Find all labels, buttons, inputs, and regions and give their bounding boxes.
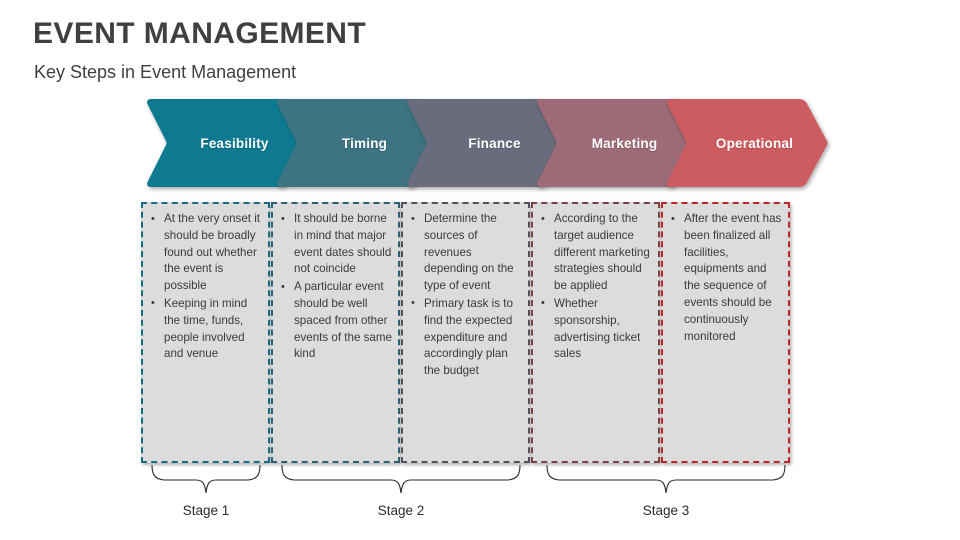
bullet-list-timing: It should be borne in mind that major ev… <box>273 204 398 363</box>
details-box-operational[interactable]: After the event has been finalized all f… <box>661 202 790 463</box>
chevron-shape-operational <box>667 99 828 187</box>
bullet-list-marketing: According to the target audience differe… <box>533 204 658 363</box>
stage-group-3 <box>545 465 787 501</box>
list-item: Determine the sources of revenues depend… <box>409 211 522 295</box>
chevron-shape-finance <box>407 99 568 187</box>
list-item: After the event has been finalized all f… <box>669 210 782 345</box>
bullet-list-finance: Determine the sources of revenues depend… <box>403 204 528 380</box>
list-item: According to the target audience differe… <box>539 211 652 295</box>
chevron-shape-marketing <box>537 99 698 187</box>
list-item: Keeping in mind the time, funds, people … <box>149 295 262 363</box>
details-box-feasibility[interactable]: At the very onset it should be broadly f… <box>141 202 270 463</box>
brace-icon-stage-1 <box>151 465 261 494</box>
bullet-list-feasibility: At the very onset it should be broadly f… <box>143 204 268 363</box>
stage-group-1 <box>150 465 262 501</box>
details-box-marketing[interactable]: According to the target audience differe… <box>531 202 660 463</box>
chevron-shape-timing <box>277 99 438 187</box>
stage-group-2 <box>280 465 522 501</box>
chevron-shape-feasibility <box>147 99 308 187</box>
list-item: Whether sponsorship, advertising ticket … <box>539 295 652 363</box>
list-item: At the very onset it should be broadly f… <box>149 211 262 295</box>
page-subtitle: Key Steps in Event Management <box>34 62 297 82</box>
list-item: Primary task is to find the expected exp… <box>409 295 522 380</box>
stage-label-3: Stage 3 <box>642 503 690 518</box>
bullet-list-operational: After the event has been finalized all f… <box>663 204 788 345</box>
process-step-operational[interactable]: Operational <box>667 99 828 187</box>
list-item: A particular event should be well spaced… <box>279 279 392 363</box>
page-title: EVENT MANAGEMENT <box>33 17 367 50</box>
brace-icon-stage-2 <box>281 465 521 494</box>
stage-label-2: Stage 2 <box>377 503 425 518</box>
stage-label-1: Stage 1 <box>182 503 230 518</box>
details-box-timing[interactable]: It should be borne in mind that major ev… <box>271 202 400 463</box>
brace-icon-stage-3 <box>546 465 786 494</box>
details-box-finance[interactable]: Determine the sources of revenues depend… <box>401 202 530 463</box>
list-item: It should be borne in mind that major ev… <box>279 210 392 278</box>
